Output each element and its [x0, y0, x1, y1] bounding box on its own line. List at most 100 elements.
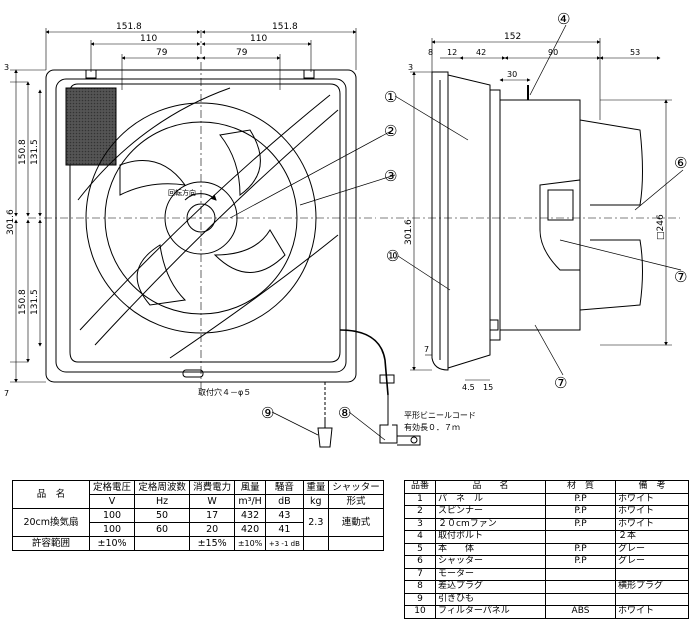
callout-label: ⑦	[554, 374, 567, 392]
side-clip	[489, 319, 499, 331]
unit-cell: Hz	[134, 494, 191, 509]
parts-cell-no: 6	[404, 555, 436, 569]
parts-cell-material: P.P	[545, 505, 616, 519]
callout-label: ③	[384, 167, 397, 185]
mount-tab	[303, 69, 315, 79]
parts-cell-material	[545, 580, 616, 594]
callout-label: ①	[384, 88, 397, 106]
parts-cell-note: 横形プラグ	[615, 580, 689, 594]
dim-label: 152	[504, 32, 521, 42]
parts-cell-material: P.P	[545, 492, 616, 506]
dim-label: 30	[507, 70, 517, 79]
callout-label: ②	[384, 122, 397, 140]
side-view	[380, 71, 680, 371]
callout-label: ⑥	[674, 154, 687, 172]
dim-label: 79	[236, 48, 248, 58]
table-cell	[302, 536, 329, 551]
mount-hole-label: 取付穴４－φ５	[198, 387, 251, 397]
header-cell: 備 考	[615, 480, 689, 494]
unit-cell: dB	[265, 494, 304, 509]
dim-label: 3	[408, 63, 413, 72]
header-cell: 定格周波数	[134, 480, 191, 495]
dim-label: 301.6	[404, 219, 414, 245]
header-cell: 品 名	[435, 480, 546, 494]
table-cell: 20	[189, 522, 236, 537]
parts-cell-material	[545, 592, 616, 606]
table-row: 許容範囲 ±10% ±15% ±10% +3 -1 dB	[12, 536, 385, 551]
parts-cell-note: ホワイト	[615, 605, 689, 619]
side-flange	[489, 89, 501, 341]
parts-cell-name: スピンナー	[435, 505, 546, 519]
front-view	[28, 30, 421, 448]
dim-label: 3	[4, 63, 9, 72]
table-cell	[134, 536, 191, 551]
header-cell: シャッター	[327, 480, 385, 495]
parts-cell-no: 4	[404, 530, 436, 544]
grille-bar	[94, 109, 339, 346]
callout-label: ⑧	[338, 404, 351, 422]
header-cell: 重量	[302, 480, 329, 495]
header-cell: 騒音	[265, 480, 304, 495]
parts-cell-no: 2	[404, 505, 436, 519]
table-cell: 420	[234, 522, 267, 537]
table-cell	[327, 536, 385, 551]
dim-label: 301.6	[6, 209, 16, 235]
parts-cell-material: P.P	[545, 517, 616, 531]
parts-cell-name: 引きひも	[435, 592, 546, 606]
table-cell: 許容範囲	[12, 536, 90, 551]
grille-bar	[79, 94, 331, 331]
dim-label: 110	[140, 34, 157, 44]
table-cell: +3 -1 dB	[265, 536, 304, 551]
pull-slot	[182, 369, 204, 378]
dim-label: 15	[483, 383, 493, 392]
dim-label: 8	[428, 48, 433, 57]
parts-cell-name: シャッター	[435, 555, 546, 569]
table-cell: 100	[88, 508, 136, 523]
table-cell: 43	[265, 508, 304, 523]
header-cell: 風量	[234, 480, 267, 495]
rotation-label: 回転方向	[168, 188, 196, 197]
grille-bar	[77, 87, 231, 201]
grille-frame	[69, 83, 341, 363]
fan-blade	[219, 129, 261, 196]
table-row: 品番 品 名 材 質 備 考	[404, 480, 689, 494]
parts-cell-note: ホワイト	[615, 517, 689, 531]
plug-hole	[410, 436, 418, 444]
parts-cell-no: 8	[404, 580, 436, 594]
parts-cell-name: 本 体	[435, 542, 546, 556]
dim-label: 151.8	[116, 22, 142, 32]
dim-label: 53	[630, 48, 640, 57]
cord-label: 平形ビニールコード	[404, 411, 476, 420]
unit-cell: W	[189, 494, 236, 509]
fan-blade	[119, 160, 187, 196]
table-cell: 41	[265, 522, 304, 537]
table-cell: 50	[134, 508, 191, 523]
unit-cell: m³/H	[234, 494, 267, 509]
table-cell: 17	[189, 508, 236, 523]
table-cell: ±10%	[234, 536, 267, 551]
unit-cell: V	[88, 494, 136, 509]
cord-label: 有効長０．７ｍ	[404, 422, 460, 432]
grille-bar	[169, 234, 339, 359]
parts-cell-name: モーター	[435, 567, 546, 581]
header-cell: 定格電圧	[88, 480, 136, 495]
table-cell: ±10%	[88, 536, 136, 551]
callouts	[229, 24, 684, 441]
header-cell: 材 質	[545, 480, 616, 494]
table-cell: 100	[88, 522, 136, 537]
parts-cell-material	[545, 530, 616, 544]
parts-cell-note: グレー	[615, 555, 689, 569]
parts-cell-no: 7	[404, 567, 436, 581]
spec-table: 品 名 定格電圧 定格周波数 消費電力 風量 騒音 重量 シャッター V Hz …	[12, 480, 385, 551]
front-dim-labels: 151.8 151.8 110 110 79 79 3 7 301.6 150.…	[4, 22, 298, 398]
side-dimensions	[410, 38, 672, 381]
parts-cell-no: 10	[404, 605, 436, 619]
